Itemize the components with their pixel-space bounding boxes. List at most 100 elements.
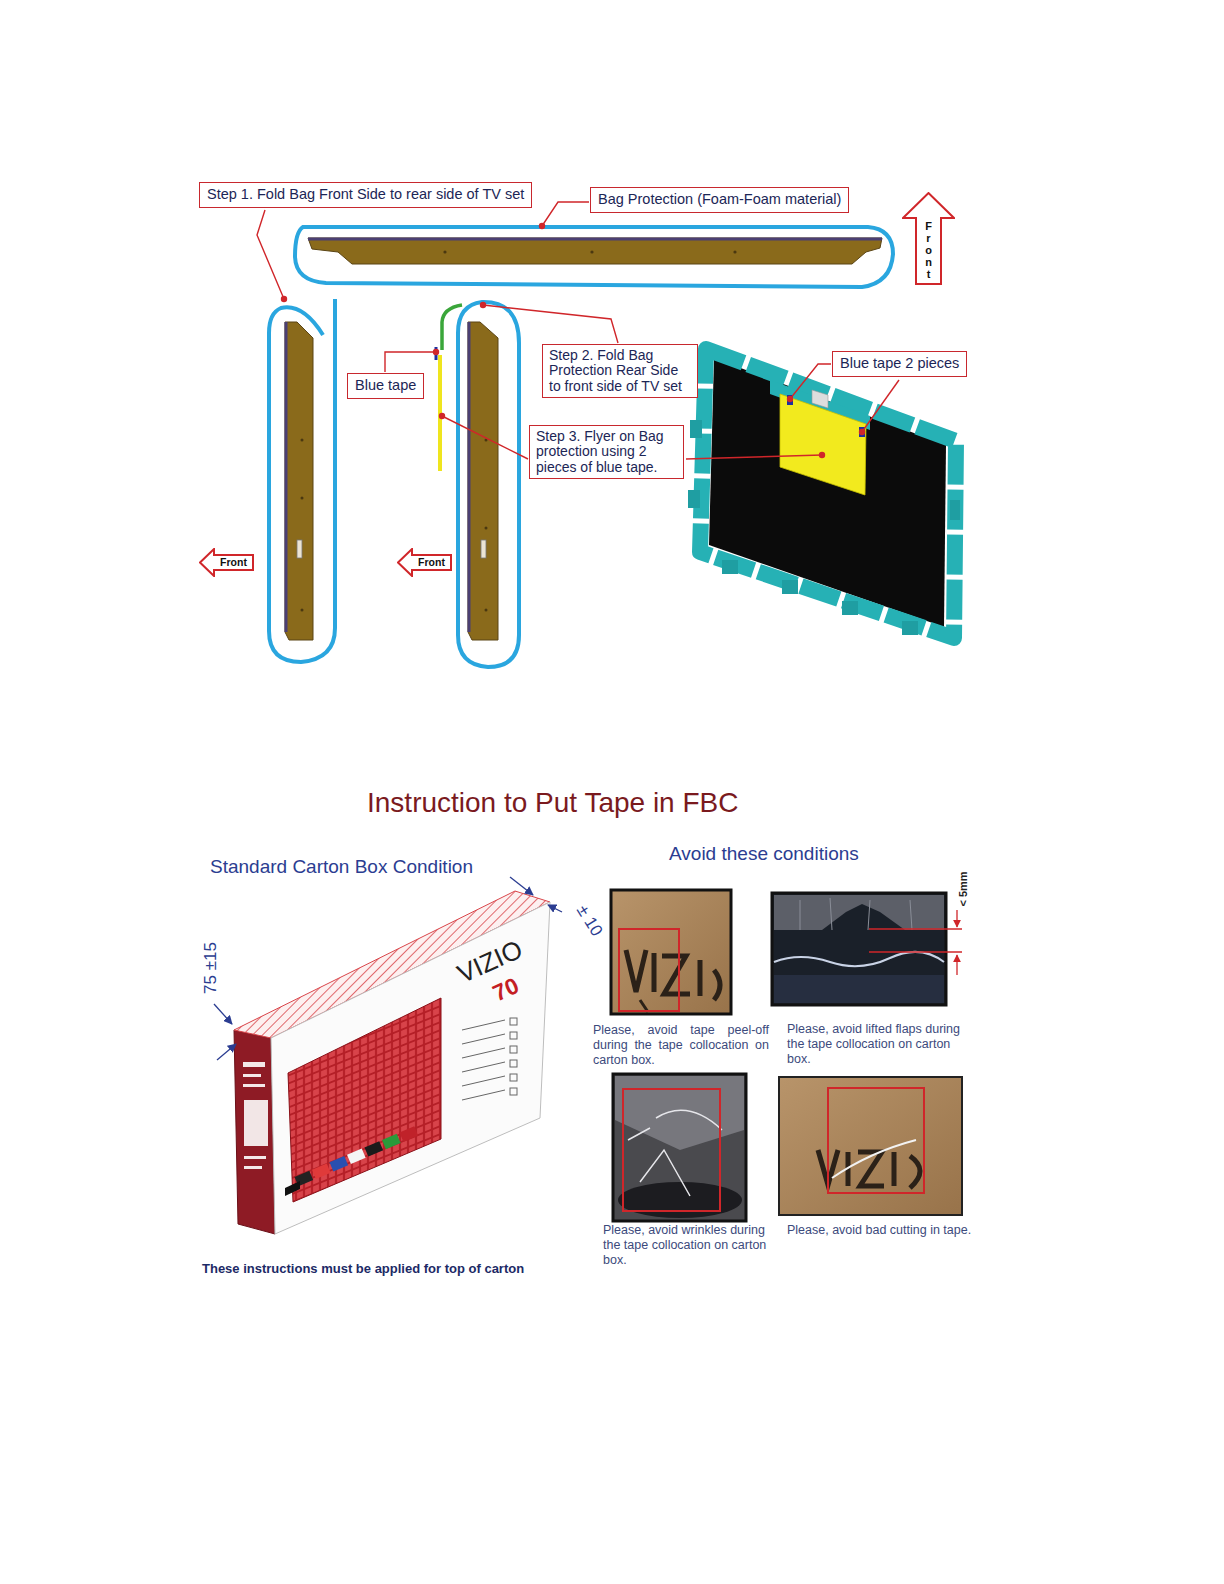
step-box: Step 2. Fold Bag Protection Rear Side to… <box>542 344 698 398</box>
photo-frame <box>772 893 946 1005</box>
front-arrow: Front <box>902 192 955 285</box>
leader-dot <box>787 396 793 402</box>
arrow-text: Front <box>214 555 253 570</box>
side-print <box>244 1156 266 1159</box>
port <box>297 540 302 558</box>
photo-wrinkles <box>613 1074 746 1221</box>
screw <box>733 250 736 253</box>
leader-line <box>442 416 528 459</box>
photo-caption: Please, avoid lifted flaps during the ta… <box>787 1022 969 1067</box>
photo-lifted-flaps <box>772 893 962 1005</box>
leader-dots <box>281 223 865 458</box>
photo-bad-cutting <box>779 1077 962 1215</box>
dimension-arrows <box>214 877 562 1060</box>
tape-surface <box>615 1076 744 1150</box>
screw <box>301 497 304 500</box>
tv-front-edge <box>285 322 288 632</box>
tv-body <box>285 322 313 640</box>
tv-panel <box>709 358 946 627</box>
side-print <box>243 1074 261 1077</box>
side-print <box>244 1100 268 1146</box>
section-heading: Standard Carton Box Condition <box>210 856 473 879</box>
tv-side-view <box>269 299 335 662</box>
leader-line <box>686 455 822 459</box>
leader-dot <box>433 349 439 355</box>
tv-front-edge <box>308 238 882 241</box>
highlight-box <box>828 1088 924 1193</box>
screw <box>301 609 304 612</box>
bag-outline <box>295 227 893 287</box>
leader-line <box>385 352 436 372</box>
measure-arrow <box>956 955 957 975</box>
tv-packed-view <box>688 349 960 638</box>
photo-caption: Please, avoid bad cutting in tape. <box>787 1223 971 1238</box>
leader-line <box>862 380 899 432</box>
bag-outline <box>458 302 519 667</box>
leader-dot <box>480 302 486 308</box>
photo-frame <box>611 890 731 1014</box>
flyer <box>780 394 866 495</box>
feature-line <box>462 1020 505 1030</box>
tv-screen-print <box>288 998 441 1202</box>
carton-front <box>271 902 550 1234</box>
screw <box>485 527 488 530</box>
box-text: Blue tape 2 pieces <box>840 356 959 372</box>
feature-icon <box>510 1046 517 1053</box>
feature-icon <box>510 1032 517 1039</box>
leader-line <box>790 364 831 399</box>
leader-line <box>483 305 618 343</box>
box-text: Bag Protection (Foam-Foam material) <box>598 192 841 208</box>
part-label: Blue tape 2 pieces <box>832 351 967 377</box>
tv-side-view <box>436 302 519 667</box>
accessory <box>812 390 828 408</box>
leader-dot <box>819 452 825 458</box>
photo-frame <box>613 1074 746 1221</box>
dimension-arrow <box>214 1004 232 1024</box>
side-print <box>243 1062 265 1067</box>
arrow-outline <box>398 549 451 576</box>
leader-line <box>257 210 284 299</box>
dimension-arrow <box>510 877 533 895</box>
bag-outline <box>269 299 335 662</box>
dimension-arrow <box>548 905 562 912</box>
tape-cut <box>832 1140 916 1178</box>
leader-lines <box>257 202 899 459</box>
feature-line <box>462 1048 505 1058</box>
foam-block <box>722 560 738 574</box>
measure-line <box>869 951 962 953</box>
feature-icon <box>510 1018 517 1025</box>
photo-shadow <box>774 975 944 1003</box>
leader-dot <box>439 413 445 419</box>
app-icon <box>330 1156 349 1171</box>
side-print <box>244 1166 262 1169</box>
front-arrow: Front <box>397 548 452 577</box>
feature-line <box>462 1090 505 1100</box>
arrow-outline <box>903 193 954 284</box>
screw <box>301 439 304 442</box>
dimension-label: ± 10 <box>572 902 607 941</box>
wrinkle-lines <box>628 1110 722 1196</box>
box-text: Step 1. Fold Bag Front Side to rear side… <box>207 187 524 203</box>
foam-frame <box>700 349 956 638</box>
box-text: Blue tape <box>355 378 416 394</box>
photo-frame <box>779 1077 962 1215</box>
measure-line <box>869 928 962 930</box>
side-print <box>243 1084 265 1087</box>
feature-line <box>462 1062 505 1072</box>
tape-streaks <box>800 898 912 930</box>
app-icon <box>382 1134 401 1149</box>
feature-icon <box>510 1060 517 1067</box>
tv-front-edge <box>468 322 471 632</box>
port <box>481 540 486 558</box>
photo-shadow <box>618 1182 742 1218</box>
dimension-label: < 5mm <box>957 871 970 906</box>
footnote: These instructions must be applied for t… <box>202 1261 524 1277</box>
highlight-box <box>619 929 679 1011</box>
box-text: Step 3. Flyer on Bag protection using 2 … <box>536 429 677 475</box>
highlight-box <box>623 1089 720 1211</box>
screw <box>485 609 488 612</box>
foam-block <box>902 621 918 635</box>
app-icon <box>399 1126 418 1141</box>
foam-block <box>950 500 960 520</box>
